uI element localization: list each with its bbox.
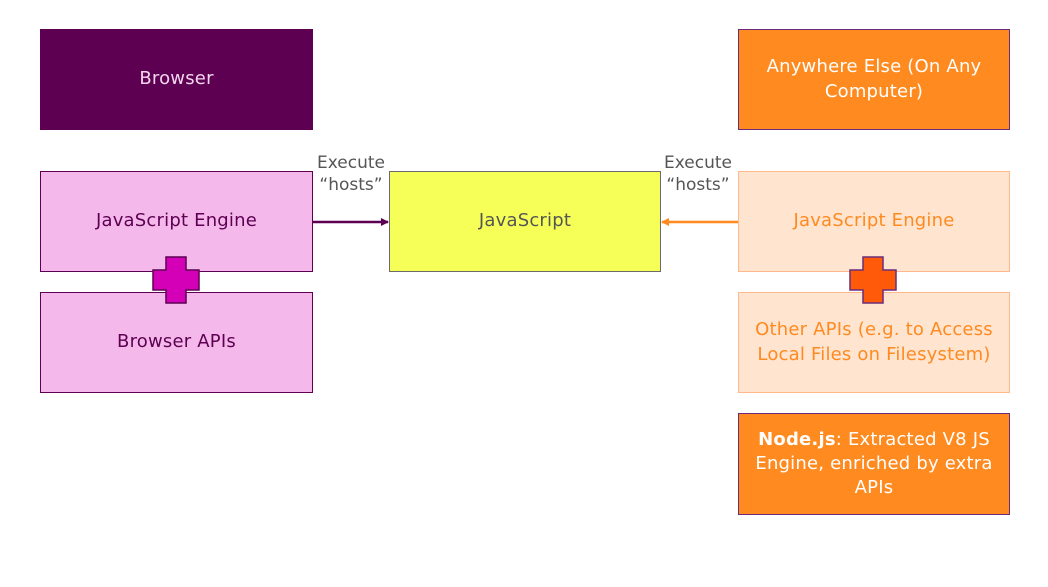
nodejs-description: Node.js: Extracted V8 JS Engine, enriche… — [755, 428, 993, 501]
browser-apis-label: Browser APIs — [117, 331, 236, 353]
anywhere-else-label: Anywhere Else (On Any Computer) — [766, 56, 982, 102]
browser-js-engine-label: JavaScript Engine — [95, 210, 258, 232]
browser-box: Browser — [40, 29, 313, 130]
other-apis-box: Other APIs (e.g. to Access Local Files o… — [738, 292, 1010, 393]
right-execute-text: Execute — [664, 153, 732, 173]
anywhere-else-box: Anywhere Else (On Any Computer) — [738, 29, 1010, 130]
browser-js-engine-box: JavaScript Engine — [40, 171, 313, 272]
left-hosts-text: “hosts” — [319, 175, 383, 196]
nodejs-name: Node.js — [758, 428, 836, 450]
browser-label: Browser — [139, 68, 214, 90]
left-arrow-label: Execute “hosts” — [309, 152, 393, 196]
right-arrow-label: Execute “hosts” — [656, 152, 740, 196]
javascript-label: JavaScript — [478, 210, 572, 232]
browser-apis-box: Browser APIs — [40, 292, 313, 393]
javascript-box: JavaScript — [389, 171, 661, 272]
nodejs-text: : Extracted V8 JS Engine, enriched by ex… — [755, 428, 993, 499]
right-hosts-text: “hosts” — [666, 175, 730, 196]
nodejs-box: Node.js: Extracted V8 JS Engine, enriche… — [738, 413, 1010, 515]
other-apis-label: Other APIs (e.g. to Access Local Files o… — [755, 319, 993, 365]
other-js-engine-label: JavaScript Engine — [793, 210, 955, 232]
other-js-engine-box: JavaScript Engine — [738, 171, 1010, 272]
left-execute-text: Execute — [317, 153, 385, 173]
